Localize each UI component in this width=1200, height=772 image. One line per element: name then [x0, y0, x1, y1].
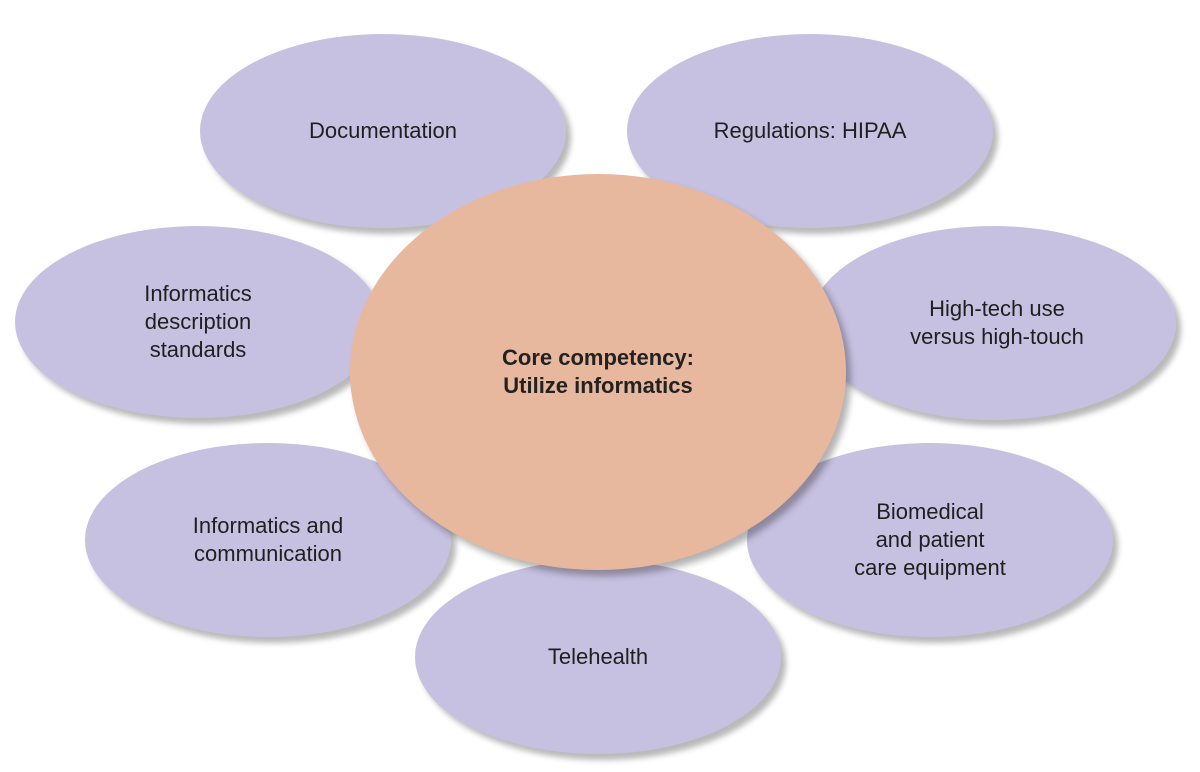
- core-competency-circle: Core competency: Utilize informatics: [350, 174, 846, 570]
- petal-regulations-hipaa-label: Regulations: HIPAA: [713, 118, 907, 143]
- petal-documentation-label: Documentation: [309, 118, 457, 143]
- petal-informatics-and-communication-label: Informatics and communication: [192, 513, 344, 566]
- petal-documentation: Documentation: [200, 34, 566, 228]
- petal-telehealth-label: Telehealth: [547, 644, 649, 669]
- petal-high-tech-versus-high-touch-label: High-tech use versus high-touch: [910, 296, 1084, 349]
- petal-informatics-description-standards-label: Informatics description standards: [144, 281, 252, 362]
- petal-informatics-and-communication: Informatics and communication: [85, 443, 451, 637]
- petal-biomedical-and-patient-care-equipment-label: Biomedical and patient care equipment: [854, 499, 1006, 580]
- core-competency-label: Core competency: Utilize informatics: [502, 345, 694, 398]
- petal-informatics-description-standards: Informatics description standards: [15, 226, 381, 418]
- petal-telehealth: Telehealth: [415, 560, 781, 754]
- petal-high-tech-versus-high-touch: High-tech use versus high-touch: [810, 226, 1176, 420]
